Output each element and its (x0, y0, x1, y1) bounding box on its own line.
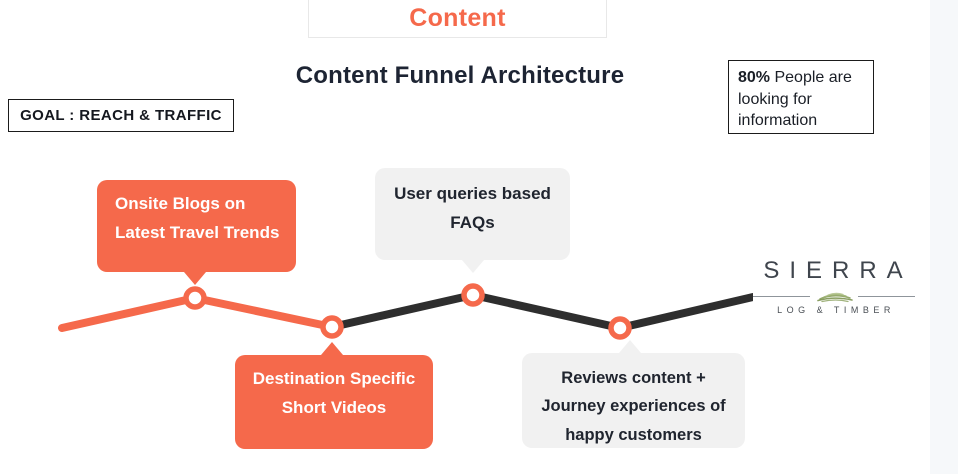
callout-onsite-blogs-text: Onsite Blogs on Latest Travel Trends (115, 194, 280, 242)
logo-wordmark: SIERRA (763, 257, 913, 284)
callout-destination-videos: Destination Specific Short Videos (235, 342, 433, 449)
callout-pointer (619, 340, 641, 353)
logo-tagline: LOG & TIMBER (777, 305, 895, 315)
stat-box: 80% People are looking for information (728, 60, 874, 134)
content-tab[interactable]: Content (308, 0, 607, 38)
timeline-segment-dark (328, 291, 757, 332)
stage-node-1 (183, 286, 207, 310)
callout-reviews-content: Reviews content + Journey experiences of… (522, 340, 745, 448)
sierra-logo: SIERRA LOG & TIMBER (753, 257, 915, 315)
callout-pointer (462, 260, 484, 273)
callout-user-queries: User queries based FAQs (375, 168, 570, 273)
stat-percentage: 80% (738, 69, 771, 86)
callout-user-queries-text: User queries based FAQs (394, 184, 551, 232)
stage-node-4 (608, 316, 632, 340)
callout-pointer (321, 342, 343, 355)
stage-node-3 (461, 283, 485, 307)
divider-line-left (753, 295, 810, 297)
right-edge-band (930, 0, 958, 474)
callout-destination-videos-text: Destination Specific Short Videos (252, 369, 416, 417)
stat-text: People are looking for information (738, 69, 852, 130)
logo-divider (753, 289, 915, 303)
callout-onsite-blogs: Onsite Blogs on Latest Travel Trends (97, 180, 296, 285)
content-tab-label: Content (409, 4, 506, 32)
callout-pointer (184, 272, 206, 285)
divider-line-right (858, 295, 915, 297)
pine-grove-icon (817, 292, 853, 303)
callout-reviews-content-text: Reviews content + Journey experiences of… (541, 369, 726, 444)
goal-label: GOAL : REACH & TRAFFIC (20, 107, 222, 124)
stage-node-2 (320, 315, 344, 339)
page-title: Content Funnel Architecture (295, 62, 625, 89)
goal-box: GOAL : REACH & TRAFFIC (8, 99, 234, 132)
